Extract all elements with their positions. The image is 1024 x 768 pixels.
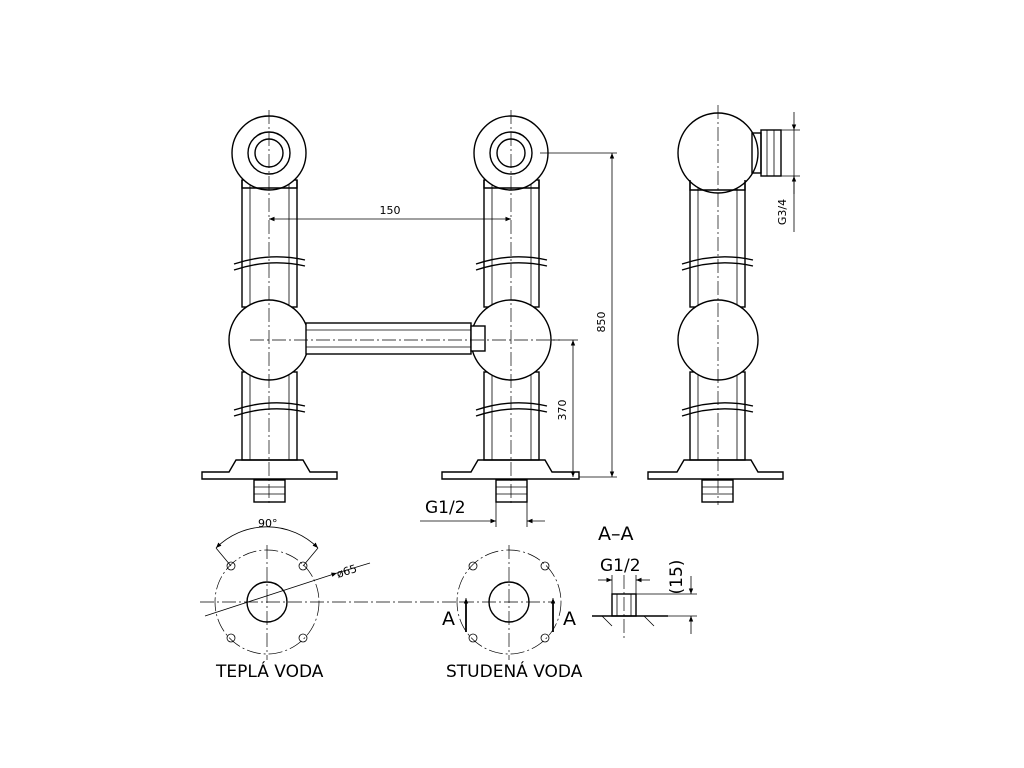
front-view-connector: [305, 322, 472, 355]
flange-view-cold: A A STUDENÁ VODA: [442, 545, 583, 682]
section-title: A–A: [598, 523, 634, 545]
side-view: [647, 105, 784, 505]
section-mark-right: A: [563, 608, 576, 630]
front-view-left-column: [201, 110, 338, 505]
thread-top-label: G3/4: [776, 199, 789, 225]
diameter-label: ø65: [335, 562, 359, 581]
angle-label: 90°: [258, 517, 278, 530]
dimension-g34: G3/4: [776, 112, 800, 232]
section-thread-label: G1/2: [600, 556, 641, 576]
dimension-370: 370: [551, 339, 578, 477]
section-depth-label: (15): [667, 560, 687, 595]
cold-water-label: STUDENÁ VODA: [446, 660, 583, 682]
dim-spacing-label: 150: [380, 204, 401, 217]
dim-height-total-label: 850: [595, 312, 608, 333]
thread-bottom-label: G1/2: [425, 498, 466, 518]
dimension-g12-bottom: G1/2: [420, 498, 545, 527]
dim-height-connector-label: 370: [556, 400, 569, 421]
hot-water-label: TEPLÁ VODA: [215, 660, 324, 682]
dimension-850: 850: [540, 152, 617, 478]
section-a-a: A–A G1/2 (15): [592, 523, 697, 640]
dimension-150: 150: [269, 204, 511, 222]
section-mark-left: A: [442, 608, 455, 630]
flange-view-hot: 90° ø65 TEPLÁ VODA: [200, 517, 460, 682]
